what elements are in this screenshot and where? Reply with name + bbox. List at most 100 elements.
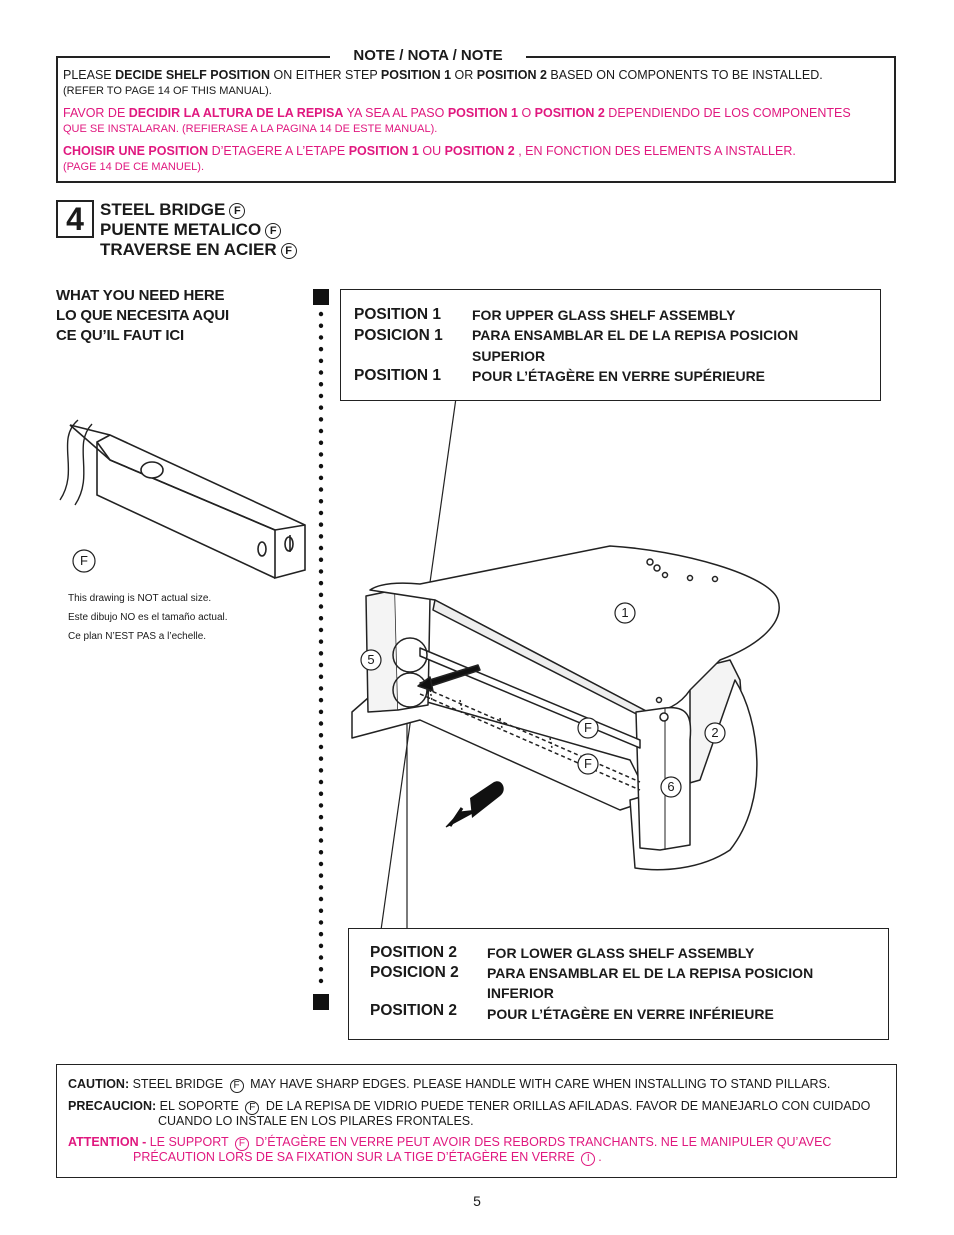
note-fr-bold: POSITION 2: [444, 144, 515, 158]
note-fr-text: , EN FONCTION DES ELEMENTS A INSTALLER.: [514, 144, 796, 158]
note-es-bold: POSITION 2: [534, 106, 605, 120]
disclaimer-line: Este dibujo NO es el tamaño actual.: [68, 612, 228, 623]
note-title: NOTE / NOTA / NOTE: [330, 47, 526, 65]
caution-text: .: [598, 1150, 602, 1164]
note-french: CHOISIR UNE POSITION D’ETAGERE A L’ETAPE…: [63, 144, 796, 159]
caution-box: [56, 1064, 897, 1178]
callout-label: F: [584, 756, 592, 771]
what-you-need-heading: WHAT YOU NEED HERE LO QUE NECESITA AQUI …: [56, 286, 229, 346]
note-fr-bold: POSITION 1: [348, 144, 419, 158]
part-f-label: F: [80, 553, 88, 568]
note-en-text: PLEASE: [63, 68, 116, 82]
note-english: PLEASE DECIDE SHELF POSITION ON EITHER S…: [63, 68, 823, 83]
dotted-divider: [313, 289, 329, 1010]
position-1-desc: POUR L’ÉTAGÈRE EN VERRE SUPÉRIEURE: [472, 368, 766, 384]
callout-label: 2: [711, 725, 719, 740]
disclaimer-line: This drawing is NOT actual size.: [68, 593, 212, 604]
callout-label: F: [584, 720, 592, 735]
note-es-bold: DECIDIR LA ALTURA DE LA REPISA: [128, 106, 344, 120]
note-es-text: DEPENDIENDO DE LOS COMPONENTES: [604, 106, 851, 120]
caution-text: LE SUPPORT: [146, 1135, 232, 1149]
callout-label: 6: [667, 779, 675, 794]
part-f-badge: F: [229, 203, 246, 219]
step-title-text: TRAVERSE EN ACIER: [100, 240, 277, 259]
direction-arrow-icon: [445, 781, 504, 828]
disclaimer-line: Ce plan N’EST PAS a l’echelle.: [68, 631, 207, 642]
note-en-bold: POSITION 2: [476, 68, 547, 82]
note-english-sub: (REFER TO PAGE 14 OF THIS MANUAL).: [63, 85, 272, 97]
note-es-bold: POSITION 1: [447, 106, 518, 120]
step-title-text: STEEL BRIDGE: [100, 200, 226, 219]
callout-label: 1: [621, 605, 629, 620]
note-es-text: YA SEA AL PASO: [343, 106, 448, 120]
note-spanish-sub: QUE SE INSTALARAN. (REFIERASE A LA PAGIN…: [63, 123, 438, 135]
caution-text: PRÉCAUTION LORS DE SA FIXATION SUR LA TI…: [133, 1150, 579, 1164]
callout-f-circle: [577, 753, 599, 775]
callout-5-circle: [360, 649, 382, 671]
position-1-desc: SUPERIOR: [472, 348, 546, 364]
tv-stand-drawing: [351, 545, 780, 871]
part-f-label-circle: [72, 549, 96, 573]
part-f-badge: F: [234, 1137, 249, 1151]
position-1-desc: PARA ENSAMBLAR EL DE LA REPISA POSICION: [472, 327, 799, 343]
note-french-sub: (PAGE 14 DE CE MANUEL).: [63, 161, 204, 173]
need-line: CE QU’IL FAUT ICI: [56, 327, 184, 344]
callouts: [72, 549, 726, 798]
callout-f-circle: [577, 717, 599, 739]
need-line: WHAT YOU NEED HERE: [56, 287, 225, 304]
note-es-text: O: [517, 106, 535, 120]
scale-disclaimer: This drawing is NOT actual size. Este di…: [68, 589, 228, 646]
caution-text: D’ÉTAGÈRE EN VERRE PEUT AVOIR DES REBORD…: [251, 1135, 832, 1149]
note-en-text: ON EITHER STEP: [270, 68, 381, 82]
caution-french: ATTENTION - LE SUPPORT F D’ÉTAGÈRE EN VE…: [68, 1135, 831, 1151]
note-en-bold: POSITION 1: [380, 68, 452, 82]
position-2-desc: PARA ENSAMBLAR EL DE LA REPISA POSICION: [487, 965, 814, 981]
caution-english: CAUTION: STEEL BRIDGE F MAY HAVE SHARP E…: [68, 1077, 830, 1093]
caution-text: DE LA REPISA DE VIDRIO PUEDE TENER ORILL…: [262, 1099, 871, 1113]
caution-spanish: PRECAUCION: EL SOPORTE F DE LA REPISA DE…: [68, 1099, 870, 1115]
position-1-label: POSITION 1: [354, 367, 441, 384]
callout-2-circle: [704, 722, 726, 744]
part-f-badge: F: [245, 1101, 260, 1115]
part-f-badge: F: [229, 1079, 244, 1093]
caution-label: ATTENTION -: [68, 1135, 147, 1149]
position-2-box: [348, 928, 889, 1040]
steel-bridge-drawing: [59, 419, 306, 580]
note-spanish: FAVOR DE DECIDIR LA ALTURA DE LA REPISA …: [63, 106, 851, 121]
part-f-badge: F: [280, 243, 297, 259]
step-number: 4: [56, 200, 94, 238]
caution-french-cont: PRÉCAUTION LORS DE SA FIXATION SUR LA TI…: [133, 1150, 602, 1166]
position-2-label: POSITION 2: [370, 1002, 457, 1019]
callout-label: 5: [367, 652, 375, 667]
part-f-badge: F: [265, 223, 282, 239]
need-line: LO QUE NECESITA AQUI: [56, 307, 229, 324]
note-en-text: OR: [451, 68, 477, 82]
callout-6-circle: [660, 776, 682, 798]
position-2-desc: FOR LOWER GLASS SHELF ASSEMBLY: [487, 945, 755, 961]
note-es-text: FAVOR DE: [63, 106, 129, 120]
caution-text: STEEL BRIDGE: [129, 1077, 227, 1091]
note-en-bold: DECIDE SHELF POSITION: [115, 68, 271, 82]
position-2-label: POSITION 2: [370, 944, 457, 961]
caution-label: PRECAUCION:: [68, 1099, 157, 1113]
caution-text: EL SOPORTE: [156, 1099, 243, 1113]
note-fr-text: D’ETAGERE A L’ETAPE: [208, 144, 349, 158]
callout-1-circle: [614, 602, 636, 624]
note-fr-text: OU: [418, 144, 445, 158]
position-1-label: POSICION 1: [354, 327, 443, 344]
page-number: 5: [473, 1193, 481, 1209]
part-i-badge: I: [581, 1152, 596, 1166]
position-2-label: POSICION 2: [370, 964, 459, 981]
position-2-desc: POUR L’ÉTAGÈRE EN VERRE INFÉRIEURE: [487, 1006, 774, 1022]
position-1-box: [340, 289, 881, 401]
position-1-desc: FOR UPPER GLASS SHELF ASSEMBLY: [472, 307, 736, 323]
caution-label: CAUTION:: [68, 1077, 130, 1091]
note-fr-bold: CHOISIR UNE POSITION: [63, 144, 209, 158]
step-title-text: PUENTE METALICO: [100, 220, 262, 239]
caution-text: MAY HAVE SHARP EDGES. PLEASE HANDLE WITH…: [246, 1077, 831, 1091]
caution-spanish-cont: CUANDO LO INSTALE EN LOS PILARES FRONTAL…: [158, 1114, 474, 1128]
